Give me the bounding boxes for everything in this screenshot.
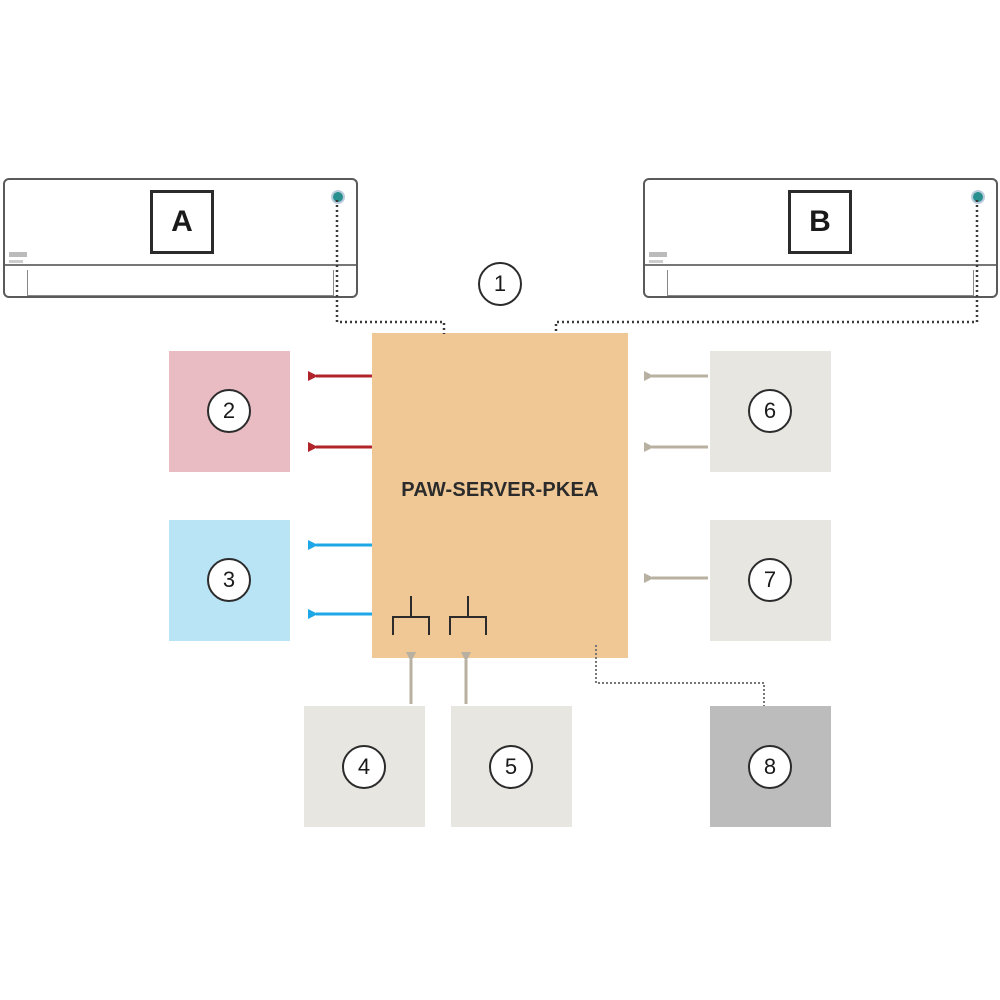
wire-unit-a <box>335 200 446 334</box>
unit-a-divider <box>5 264 356 266</box>
node-6-label: 6 <box>748 389 792 433</box>
unit-b-divider <box>645 264 996 266</box>
unit-b-brand-mark <box>649 252 667 257</box>
unit-a-brand-mark <box>9 252 27 257</box>
relay-contact-icon <box>392 596 430 635</box>
unit-b-label: B <box>788 190 852 254</box>
relay-contact-icon <box>449 596 487 635</box>
node-3-label: 3 <box>207 558 251 602</box>
node-8-label: 8 <box>748 745 792 789</box>
indoor-unit-a: A <box>3 178 358 298</box>
unit-b-vent <box>667 270 974 296</box>
sensor-icon <box>971 190 985 204</box>
indoor-unit-b: B <box>643 178 998 298</box>
server-module: PAW-SERVER-PKEA <box>372 333 628 658</box>
node-7-label: 7 <box>748 558 792 602</box>
node-4-label: 4 <box>342 745 386 789</box>
wire-node-8 <box>595 645 765 706</box>
unit-b-brand-mark-2 <box>649 260 663 263</box>
node-2-label: 2 <box>207 389 251 433</box>
unit-a-label: A <box>150 190 214 254</box>
unit-a-vent <box>27 270 334 296</box>
node-5-label: 5 <box>489 745 533 789</box>
sensor-icon <box>331 190 345 204</box>
server-title: PAW-SERVER-PKEA <box>401 479 599 501</box>
wire-unit-b <box>554 200 979 334</box>
unit-a-brand-mark-2 <box>9 260 23 263</box>
node-1-label: 1 <box>478 262 522 306</box>
